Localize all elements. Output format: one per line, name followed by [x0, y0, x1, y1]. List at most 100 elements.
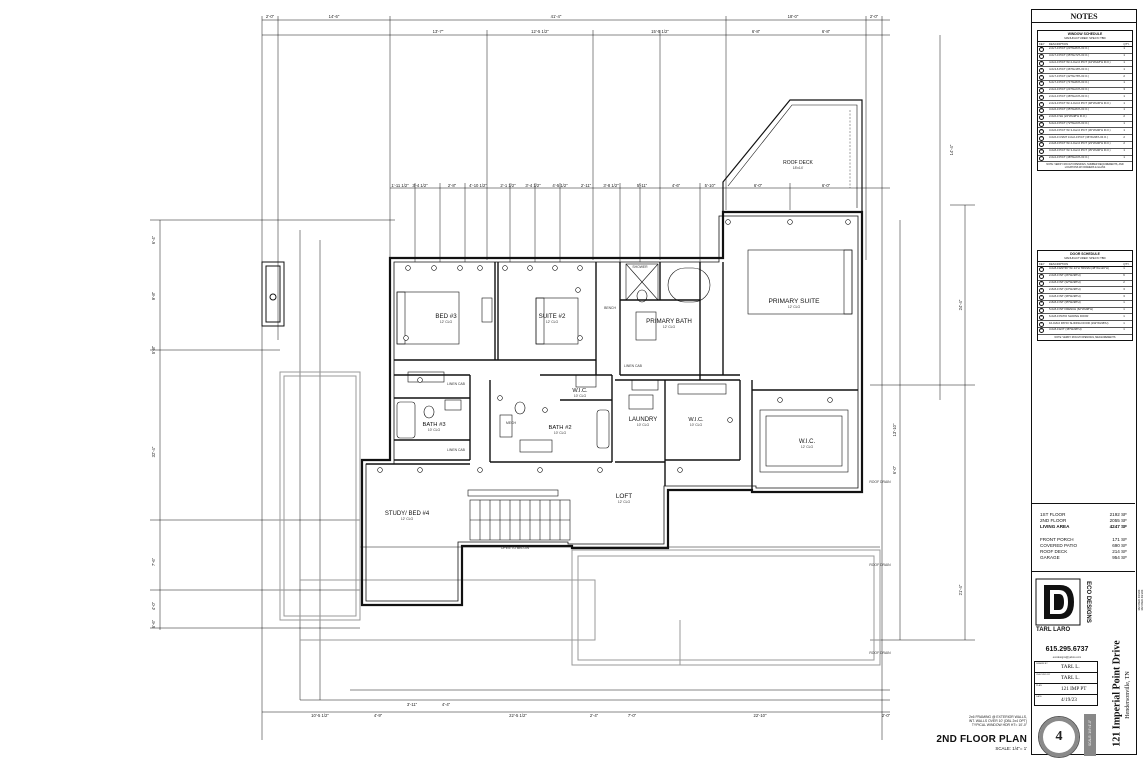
window-schedule-qty: 1 — [1122, 148, 1132, 156]
room-laundry-size: 10' CLG — [637, 423, 650, 427]
framing-note-3: TYPICAL WINDOW HDR HT= 10'-0" — [971, 723, 1027, 728]
room-suite2-name: SUITE #2 — [539, 313, 566, 320]
dim-right-0: 14'-4" — [949, 144, 954, 155]
door-schedule-row: 3 2-6x8-0 INT (32"Wx98"H)2 — [1038, 280, 1132, 288]
dim-left-6: 6'-6" — [151, 619, 156, 628]
dim-third-7: 2'-11" — [581, 183, 592, 188]
floor-plan-drawing: BED #3 12' CLG SUITE #2 12' CLG PRIMARY … — [150, 14, 975, 740]
designer-name: TARL LARO — [1036, 627, 1071, 633]
dim-left-0: 6'-4" — [151, 235, 156, 244]
area-value: 954 SF — [1112, 555, 1127, 560]
room-wic3-size: 12' CLG — [801, 445, 814, 449]
room-wic2-name: W.I.C. — [688, 417, 704, 423]
exterior-walls — [360, 210, 864, 607]
company-name: ECO DESIGNS — [1085, 581, 1091, 623]
window-schedule-key: 6 — [1039, 81, 1044, 87]
eco-designs-logo-icon — [1032, 573, 1135, 641]
area-value: 2055 SF — [1109, 518, 1127, 523]
room-wic1-size: 10' CLG — [574, 394, 587, 398]
field-drawn-by-value: TARL L. — [1061, 664, 1080, 670]
roof-drain-2: ROOF DRAIN — [869, 563, 891, 567]
room-bed3-name: BED #3 — [435, 313, 457, 320]
project-address: 121 Imperial Point Drive — [1111, 640, 1123, 747]
window-schedule-qty: 1 — [1122, 121, 1132, 129]
linen-cab-2: LINEN CAB — [447, 448, 466, 452]
window-schedule-key: 9 — [1039, 101, 1044, 107]
window-schedule-description: 2-0x8-0 PICT W/ 2-0x2-0 PICT (23"Wx96"H … — [1048, 141, 1123, 149]
door-schedule-key: 10 — [1039, 328, 1044, 334]
door-schedule-qty: 2 — [1122, 280, 1132, 288]
door-schedule-qty: 1 — [1122, 320, 1132, 329]
room-primary-bath-name: PRIMARY BATH — [646, 318, 692, 325]
area-label: 1ST FLOOR — [1040, 512, 1066, 517]
door-schedule-footnote: NOTE: VERIFY ROUGH OPENINGS, MEASUREMENT… — [1054, 335, 1116, 339]
window-schedule-key: 8 — [1039, 94, 1044, 100]
linen-cab-3: LINEN CAB — [624, 364, 643, 368]
dim-left-4: 7'-6" — [151, 557, 156, 566]
window-schedule-description: 3-0x6-0 PICT W/ 3-0x2-0 PICT (36"Wx96"H … — [1048, 127, 1123, 136]
field-date: DATE 4/19/23 — [1034, 694, 1098, 706]
window-schedule-key: 10 — [1039, 108, 1044, 114]
room-primary-bath-size: 12' CLG — [663, 325, 676, 329]
room-bed3-size: 12' CLG — [440, 320, 453, 324]
dim-right-3: 6'-0" — [892, 465, 897, 474]
field-checked-by-label: CHECKED BY — [1036, 674, 1051, 676]
door-schedule-key: 4 — [1039, 287, 1044, 293]
dim-third-10: 4'-6" — [672, 183, 681, 188]
stairs — [467, 489, 571, 541]
window-schedule-description: 4-0x7-0 PICT (42"Wx78"H R.O.) — [1048, 73, 1123, 81]
door-schedule-description: 2-6x8-0 INT (32"Wx98"H) — [1048, 280, 1123, 288]
framing-notes: 2x6 FRAMING @ EXTERIOR WALLS, INT. WALLS… — [900, 715, 1027, 728]
dim-third-13: 6'-0" — [822, 183, 831, 188]
window-schedule-qty: 1 — [1122, 93, 1132, 102]
window-schedule-key: 7 — [1039, 88, 1044, 94]
window-schedule-description: 2-0x2-0 PICT (48"Wx24"H R.O.) — [1048, 155, 1123, 163]
door-schedule-description: 6-0x8-0 PATIO SLIDING DOOR — [1048, 313, 1123, 322]
dim-bottom-5: 2'-4" — [590, 713, 599, 718]
shower-label: SHOWER — [632, 265, 648, 269]
dim-top-2: 41'-4" — [551, 14, 562, 19]
door-schedule-qty: 3 — [1122, 293, 1132, 301]
dim-second-3: 6'-8" — [752, 29, 761, 34]
dim-second-4: 6'-8" — [822, 29, 831, 34]
roof-drain-3: ROOF DRAIN — [869, 651, 891, 655]
window-schedule-description: 3-0x7-0 PICT (35"Wx72"H R.O.) — [1048, 53, 1123, 61]
door-schedule-key: 7 — [1039, 308, 1044, 314]
window-schedule-description: 4-0x3-6 PICT (46"Wx18"H R.O.) — [1048, 66, 1123, 75]
window-schedule-qty: 1 — [1122, 100, 1132, 109]
open-to-below-label: OPEN TO BELOW — [501, 546, 530, 550]
dim-third-2: 2'-8" — [448, 183, 457, 188]
door-schedule-description: 2-8x8-0 INT (34"Wx98"H) — [1048, 286, 1123, 295]
ceiling-lights — [377, 219, 851, 473]
door-schedule-key: 3 — [1039, 280, 1044, 286]
lower-level-outline — [279, 371, 881, 666]
door-schedule: DOOR SCHEDULE MANUFACTURER: SPEC'D TBD K… — [1037, 250, 1133, 341]
window-schedule-description: 6-0x7-0 PICT (71"Wx84"H R.O.) — [1048, 80, 1123, 88]
area-value: 2192 SF — [1109, 512, 1127, 517]
area-label: COVERED PATIO — [1040, 543, 1078, 548]
door-schedule-description: 3-0x8-0 EXT (38"Wx98"H) — [1048, 327, 1123, 335]
area-value: 171 SF — [1112, 537, 1127, 542]
window-schedule-key: 11 — [1039, 115, 1044, 121]
area-row: 1ST FLOOR 2192 SF — [1040, 512, 1127, 517]
door-schedule-title: DOOR SCHEDULE — [1070, 252, 1100, 256]
exterior-walls-inner — [365, 215, 859, 602]
window-schedule-qty: 2 — [1122, 134, 1132, 142]
framing-note-2: INT. WALLS OVER 10' (DBL 2x4 OPT) — [968, 719, 1027, 724]
